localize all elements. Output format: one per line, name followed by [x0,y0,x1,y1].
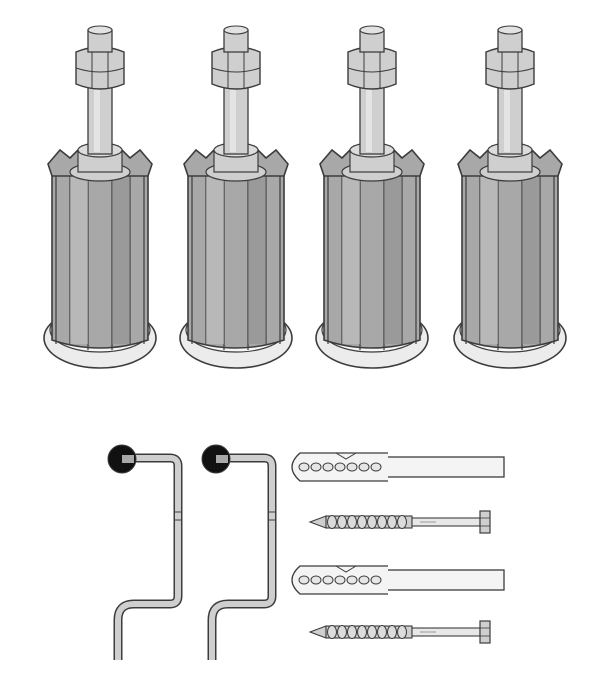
adjustable-leg-icon [315,25,429,369]
wall-hook-icon [201,444,277,660]
adjustable-feet-group [43,25,567,369]
adjustable-leg-icon [43,25,157,369]
wall-plug-icon [291,565,505,595]
screw-icon [308,620,491,644]
wall-hook-icon [107,444,183,660]
adjustable-leg-icon [179,25,293,369]
wall-plug-icon [291,452,505,482]
adjustable-leg-icon [453,25,567,369]
screw-icon [308,510,491,534]
wall-hooks-group [107,444,277,660]
wall-anchors-group [291,452,505,644]
